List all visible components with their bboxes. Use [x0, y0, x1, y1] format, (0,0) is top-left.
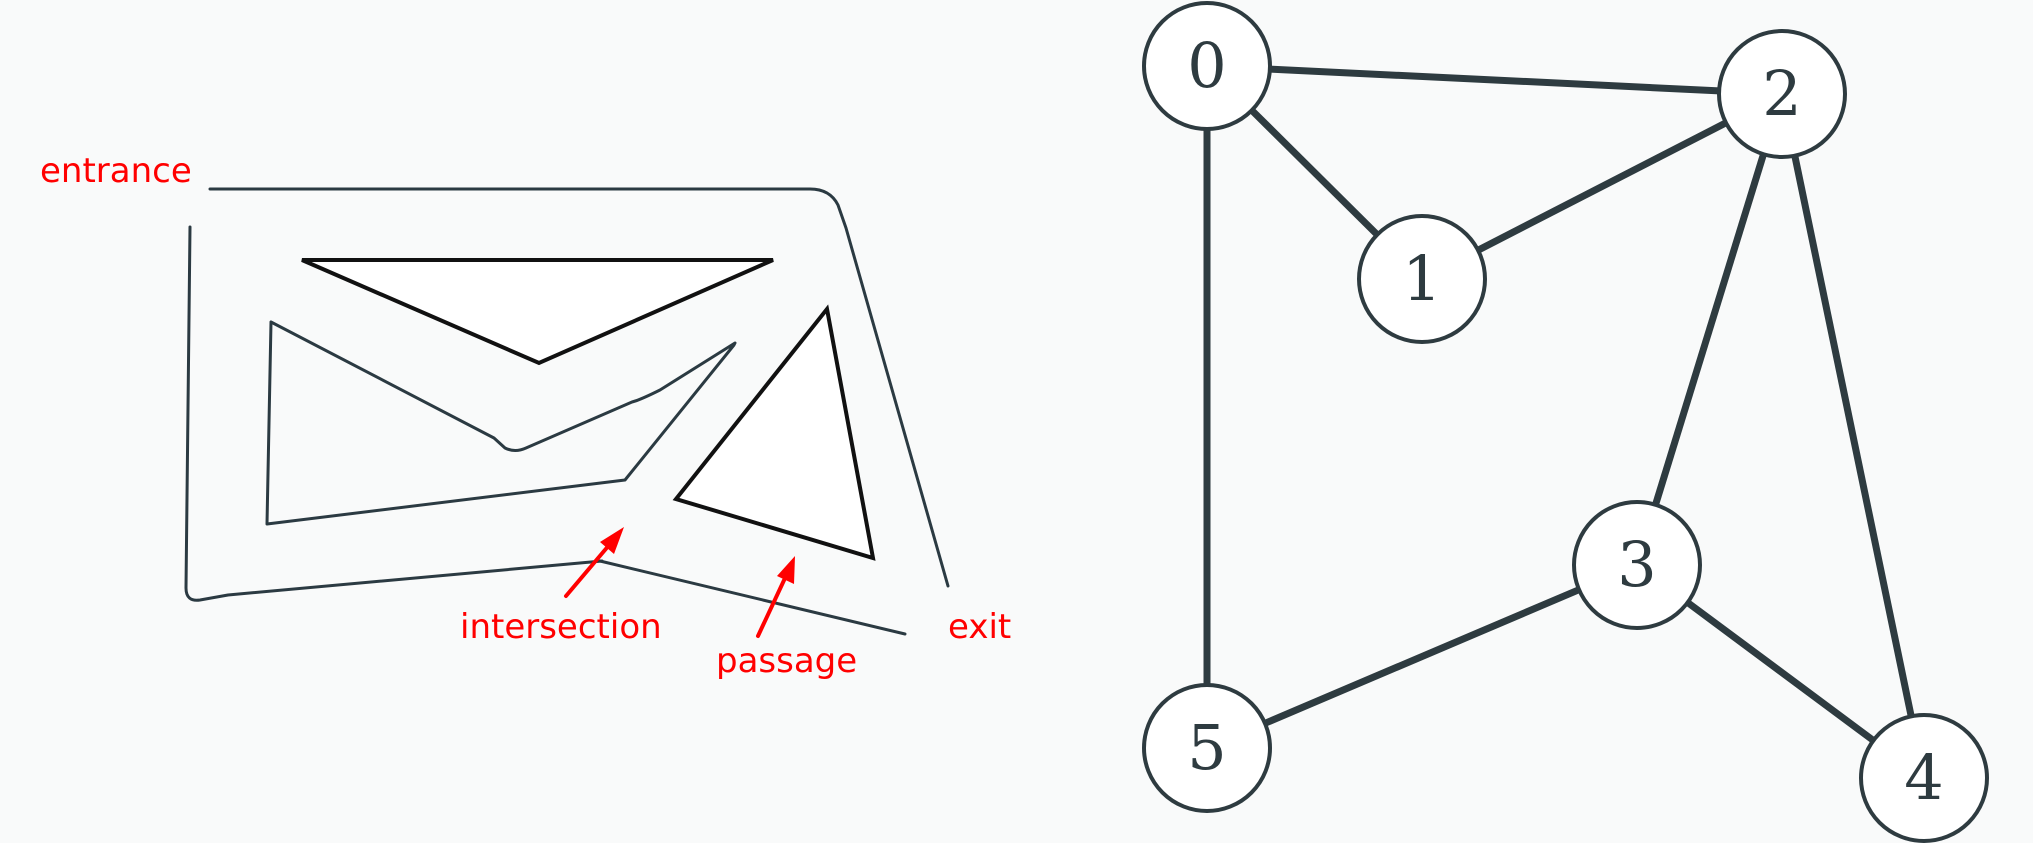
graph-node-label: 1	[1402, 242, 1441, 315]
graph-edge-0-2	[1269, 65, 1720, 95]
graph-edge-2-3	[1652, 153, 1767, 506]
maze-right-triangle-block	[672, 304, 876, 561]
entrance-label: entrance	[40, 151, 192, 191]
graph-node-label: 4	[1904, 741, 1943, 814]
graph-node-circle	[1572, 500, 1702, 630]
graph-diagram: 0 1 2 3 4 5	[1142, 1, 1989, 843]
passage-label: passage	[716, 641, 857, 681]
maze-top-triangle-block	[301, 258, 774, 366]
graph-nodes: 0 1 2 3 4 5	[1142, 1, 1989, 843]
exit-label: exit	[948, 607, 1011, 647]
graph-node-circle	[1142, 683, 1272, 813]
graph-edge-3-4	[1685, 599, 1876, 744]
graph-edges	[1203, 65, 1915, 744]
graph-edge-1-2	[1476, 119, 1728, 254]
graph-node-4: 4	[1859, 713, 1989, 843]
graph-node-3: 3	[1572, 500, 1702, 630]
graph-edge-0-1	[1249, 107, 1380, 238]
maze-left-wall	[184, 225, 604, 602]
graph-node-label: 0	[1187, 29, 1226, 102]
maze-bottom-passage-wall	[598, 559, 907, 636]
maze-top-wall	[208, 187, 950, 588]
graph-node-5: 5	[1142, 683, 1272, 813]
maze-inner-wall	[265, 320, 737, 526]
graph-node-2: 2	[1717, 29, 1847, 159]
graph-edge-3-5	[1263, 586, 1581, 727]
passage-arrow	[756, 556, 795, 638]
graph-node-0: 0	[1142, 1, 1272, 131]
intersection-arrow	[564, 527, 624, 598]
graph-edge-2-4	[1791, 154, 1915, 718]
graph-node-circle	[1859, 713, 1989, 843]
graph-node-1: 1	[1357, 214, 1487, 344]
maze-diagram: entrance exit intersection passage	[40, 151, 1011, 681]
graph-node-circle	[1717, 29, 1847, 159]
graph-node-label: 5	[1187, 711, 1226, 784]
graph-node-label: 3	[1617, 528, 1656, 601]
graph-node-circle	[1357, 214, 1487, 344]
intersection-label: intersection	[460, 607, 662, 647]
graph-node-label: 2	[1762, 57, 1801, 130]
graph-node-circle	[1142, 1, 1272, 131]
